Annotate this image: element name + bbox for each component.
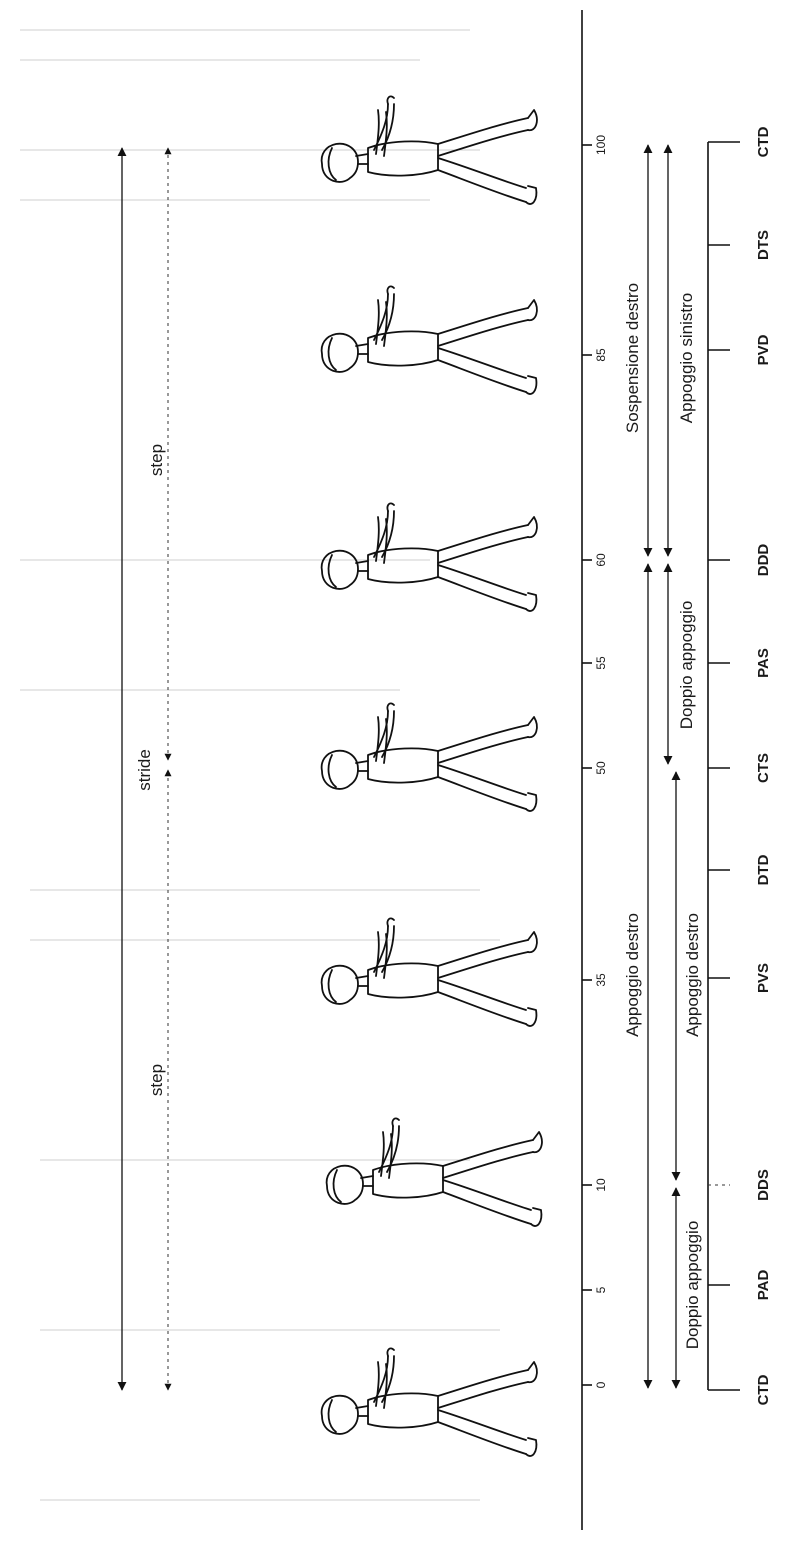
doppio-appoggio-mid-label: Doppio appoggio <box>677 601 696 730</box>
axis-ticks <box>582 145 592 1385</box>
sospensione-destro-label: Sospensione destro <box>623 283 642 433</box>
figure-60 <box>322 503 537 611</box>
figure-10 <box>327 1118 542 1226</box>
event-label: DDD <box>755 544 772 577</box>
appoggio-destro-outer-label: Appoggio destro <box>623 913 642 1037</box>
step-label-upper: step <box>147 444 166 476</box>
event-label: CTS <box>755 753 772 783</box>
event-label: PVD <box>755 334 772 365</box>
appoggio-sinistro-label: Appoggio sinistro <box>677 293 696 423</box>
event-label: PAD <box>755 1270 772 1301</box>
tick-label-5: 5 <box>594 1286 608 1293</box>
tick-label-50: 50 <box>594 761 608 775</box>
doppio-appoggio-left-label: Doppio appoggio <box>683 1221 702 1350</box>
event-label: PAS <box>755 648 772 678</box>
event-label: DTS <box>755 230 772 260</box>
tick-label-100: 100 <box>594 135 608 155</box>
appoggio-destro-inner-label: Appoggio destro <box>683 913 702 1037</box>
tick-label-60: 60 <box>594 553 608 567</box>
figure-50 <box>322 703 537 811</box>
tick-label-85: 85 <box>594 348 608 362</box>
tick-label-55: 55 <box>594 656 608 670</box>
figure-0 <box>322 1348 537 1456</box>
step-label-lower: step <box>147 1064 166 1096</box>
figure-85 <box>322 286 537 394</box>
stride-label: stride <box>135 749 154 791</box>
figure-35 <box>322 918 537 1026</box>
tick-label-35: 35 <box>594 973 608 987</box>
event-ticks <box>708 245 730 1285</box>
event-label: DTD <box>755 854 772 885</box>
event-label: PVS <box>755 963 772 993</box>
event-label: DDS <box>755 1169 772 1201</box>
event-label: CTD <box>755 126 772 157</box>
tick-label-10: 10 <box>594 1178 608 1192</box>
tick-label-0: 0 <box>594 1381 608 1388</box>
event-label: CTD <box>755 1374 772 1405</box>
